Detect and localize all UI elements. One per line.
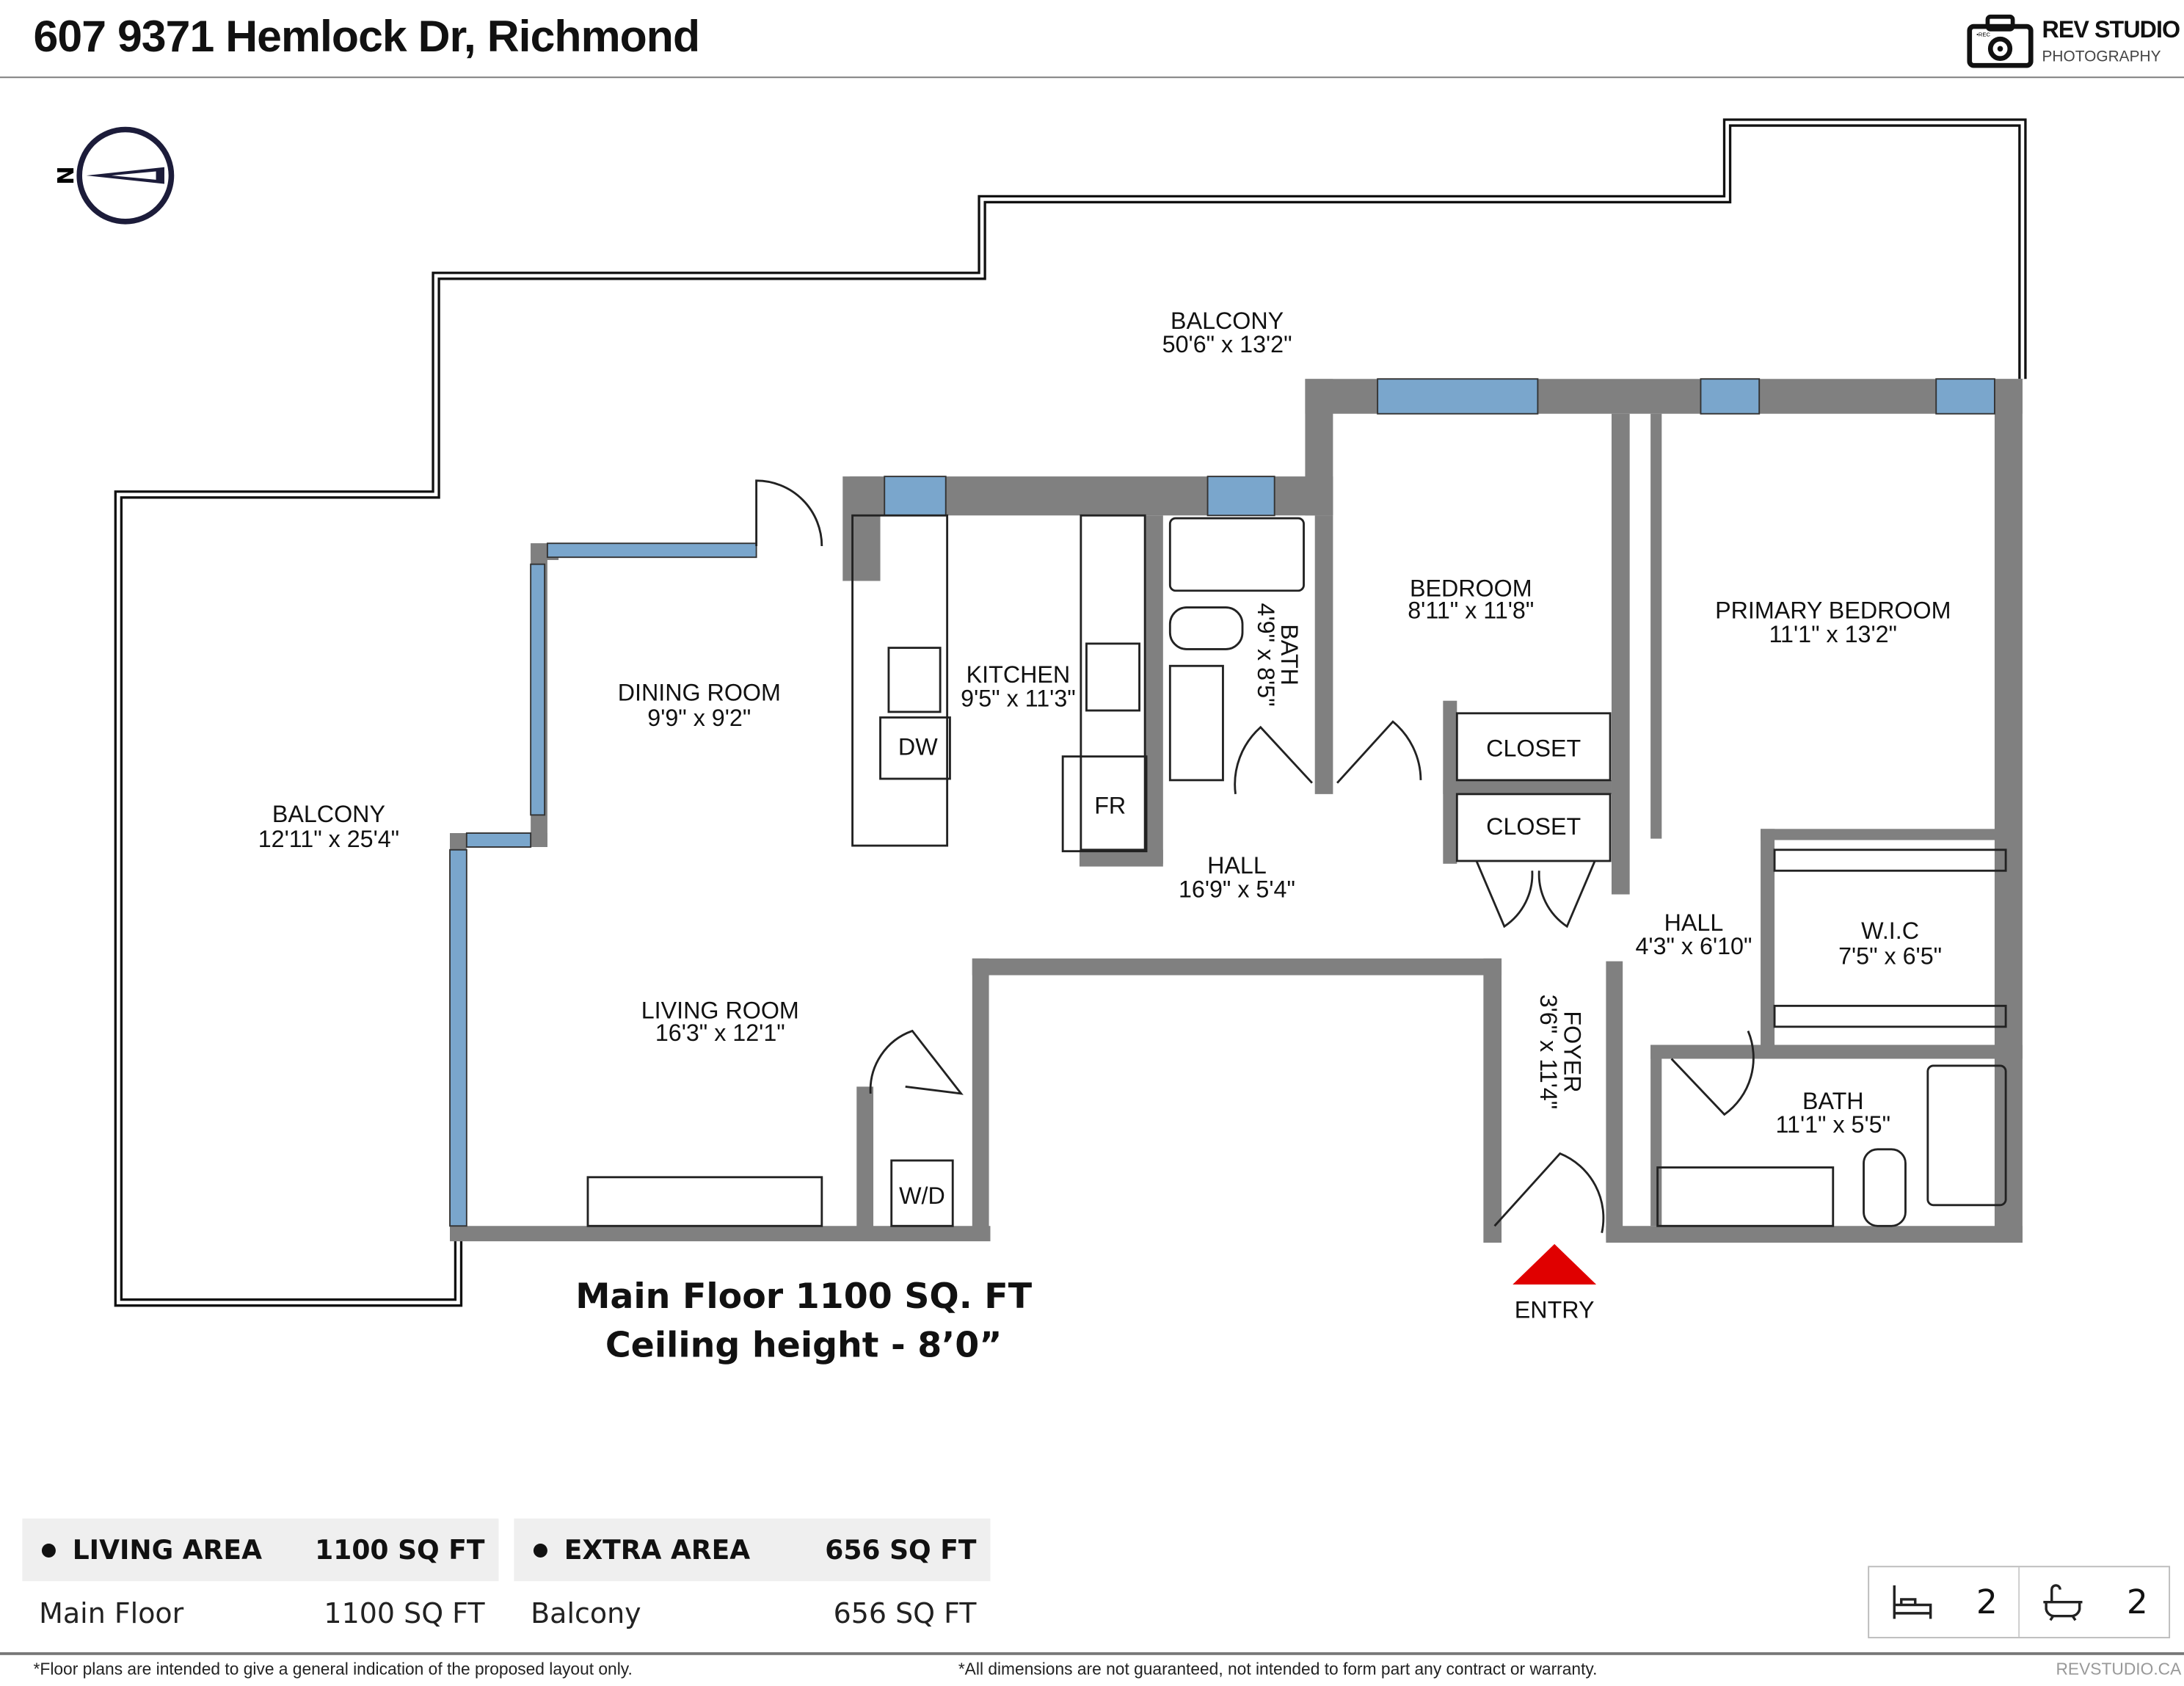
- footer-note-dimensions: *All dimensions are not guaranteed, not …: [958, 1659, 1598, 1679]
- table-row: Main Floor 1100 SQ FT: [22, 1581, 498, 1643]
- room-name: KITCHEN: [967, 661, 1071, 688]
- room-name: HALL: [1207, 852, 1267, 879]
- room-dims: 16'3" x 12'1": [655, 1020, 785, 1046]
- room-dims: 11'1" x 5'5": [1775, 1111, 1890, 1138]
- logo-name: REV STUDIO: [2042, 16, 2180, 43]
- camera-logo-icon: •REC: [1967, 14, 2034, 68]
- row-value: 1100 SQ FT: [324, 1596, 485, 1629]
- page-title: 607 9371 Hemlock Dr, Richmond: [33, 11, 700, 62]
- compass-north-label: N: [51, 166, 77, 184]
- room-dims: 12'11" x 25'4": [258, 826, 399, 852]
- entry-arrow-icon: [1513, 1243, 1597, 1285]
- room-dims: 4'3" x 6'10": [1635, 933, 1752, 959]
- bullet-icon: [41, 1543, 56, 1558]
- extra-area-label: EXTRA AREA: [564, 1534, 751, 1566]
- extra-area-total: 656 SQ FT: [825, 1534, 977, 1566]
- room-name: BALCONY: [272, 801, 385, 827]
- bathroom-count: 2: [2018, 1567, 2169, 1638]
- living-area-label: LIVING AREA: [72, 1534, 263, 1566]
- closet-label: CLOSET: [1486, 813, 1581, 840]
- room-labels: BALCONY 50'6" x 13'2" BEDROOM 8'11" x 11…: [258, 308, 1951, 1323]
- living-area-table: LIVING AREA 1100 SQ FT Main Floor 1100 SQ …: [22, 1518, 499, 1644]
- extra-area-header: EXTRA AREA 656 SQ FT: [514, 1518, 991, 1582]
- room-name: DINING ROOM: [618, 680, 781, 706]
- row-value: 656 SQ FT: [833, 1596, 977, 1629]
- room-name: BEDROOM: [1410, 575, 1532, 601]
- bed-icon: [1893, 1585, 1932, 1619]
- row-name: Balcony: [531, 1596, 641, 1629]
- closet-label: CLOSET: [1486, 735, 1581, 762]
- entry-label: ENTRY: [1515, 1297, 1595, 1323]
- room-dims: 8'11" x 11'8": [1408, 597, 1534, 624]
- row-name: Main Floor: [39, 1596, 184, 1629]
- logo-rec-text: •REC: [1976, 31, 1990, 37]
- windows: [449, 378, 1995, 1227]
- dishwasher-label: DW: [898, 734, 938, 760]
- room-name: HALL: [1664, 909, 1724, 936]
- bathtub-icon: [2043, 1584, 2083, 1621]
- room-dims: 50'6" x 13'2": [1162, 331, 1292, 357]
- room-dims: 7'5" x 6'5": [1838, 942, 1942, 969]
- room-dims: 4'9" x 8'5": [1253, 603, 1279, 707]
- floor-plan: N: [51, 118, 2027, 1366]
- header-divider: [0, 76, 2184, 79]
- room-dims: 3'6" x 11'4": [1535, 995, 1562, 1110]
- room-name: BATH: [1802, 1088, 1864, 1114]
- extra-area-table: EXTRA AREA 656 SQ FT Balcony 656 SQ FT: [514, 1518, 991, 1644]
- room-name: LIVING ROOM: [641, 997, 799, 1023]
- room-counts: 2 2: [1868, 1566, 2171, 1639]
- compass-icon: N: [51, 126, 175, 225]
- logo-subtitle: PHOTOGRAPHY: [2042, 48, 2161, 66]
- room-dims: 16'9" x 5'4": [1179, 876, 1295, 902]
- footer-note-layout: *Floor plans are intended to give a gene…: [33, 1659, 633, 1679]
- washer-dryer-label: W/D: [899, 1182, 945, 1209]
- fixtures: [586, 479, 2007, 1234]
- room-name: PRIMARY BEDROOM: [1715, 597, 1951, 624]
- footer-site[interactable]: REVSTUDIO.CA: [2056, 1659, 2182, 1679]
- table-row: Balcony 656 SQ FT: [514, 1581, 990, 1643]
- room-name: BALCONY: [1171, 308, 1284, 334]
- floor-area-summary: Main Floor 1100 SQ. FT: [575, 1276, 1032, 1317]
- living-area-header: LIVING AREA 1100 SQ FT: [22, 1518, 499, 1582]
- room-name: W.I.C: [1861, 918, 1919, 944]
- ceiling-height: Ceiling height - 8’0”: [605, 1326, 1002, 1366]
- bathroom-count-value: 2: [2126, 1583, 2148, 1622]
- footer-divider: [0, 1652, 2184, 1655]
- room-dims: 11'1" x 13'2": [1769, 621, 1897, 647]
- room-dims: 9'5" x 11'3": [961, 685, 1076, 711]
- balcony-outline: [114, 118, 2027, 1307]
- room-name: FOYER: [1559, 1011, 1585, 1092]
- living-area-total: 1100 SQ FT: [315, 1534, 485, 1566]
- room-dims: 9'9" x 9'2": [647, 705, 751, 731]
- bedroom-count: 2: [1869, 1567, 2018, 1637]
- fridge-label: FR: [1094, 792, 1126, 818]
- room-name: BATH: [1276, 624, 1303, 686]
- bedroom-count-value: 2: [1976, 1583, 1998, 1622]
- bullet-icon: [533, 1543, 547, 1558]
